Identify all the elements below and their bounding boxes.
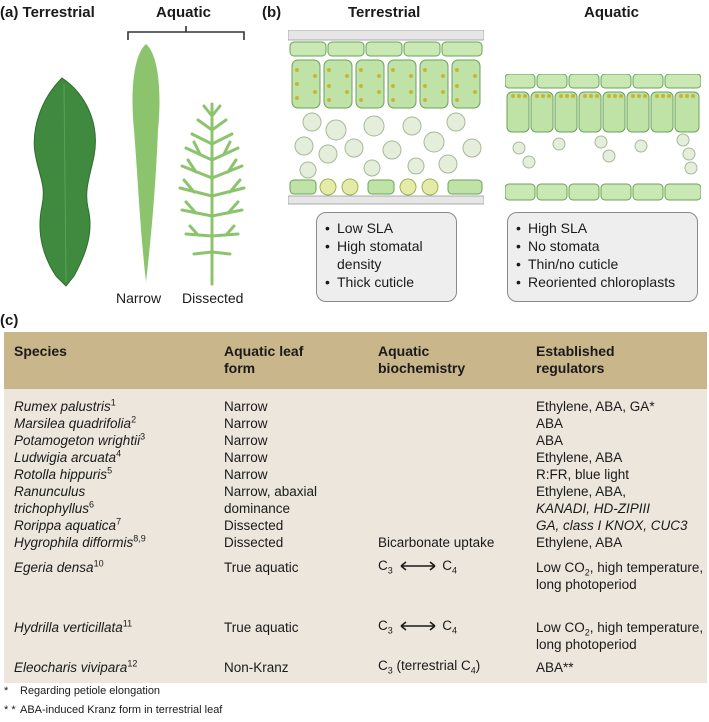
- narrow-leaf: [132, 44, 160, 282]
- dissected-leaf: [178, 116, 246, 286]
- species-cell: Ranunculus: [14, 484, 86, 499]
- species-cell: Rumex palustris1: [14, 397, 116, 414]
- regulators-cell: R:FR, blue light: [536, 467, 630, 482]
- panel-b-aquatic-title: Aquatic: [584, 4, 640, 21]
- regulators-cell: Ethylene, ABA: [536, 450, 623, 465]
- terrestrial-leaf-section: [288, 30, 484, 206]
- species-cell: Ludwigia arcuata4: [14, 448, 122, 465]
- panel-c-label: (c): [0, 312, 19, 329]
- leaf-form-cell: True aquatic: [224, 560, 299, 575]
- leaf-form-cell: Narrow, abaxial: [224, 484, 318, 499]
- aquatic-traits-box: High SLA No stomata Thin/no cuticle Reor…: [507, 212, 698, 302]
- header-leaf-form: Aquatic leaf form: [224, 343, 304, 376]
- bio-eleocharis: C3 (terrestrial C4): [378, 658, 481, 676]
- aquatic-trait: Thin/no cuticle: [516, 255, 689, 273]
- panel-a-illustration: [33, 26, 246, 287]
- regulators-cell: long photoperiod: [536, 637, 637, 652]
- aquatic-leaf-section: [505, 74, 701, 201]
- species-cell: trichophyllus6: [14, 499, 95, 516]
- regulators-cell: KANADI, HD-ZIPIII: [536, 501, 651, 516]
- panel-a-aquatic-title: Aquatic: [156, 4, 212, 21]
- leaf-form-cell: True aquatic: [224, 620, 299, 635]
- terrestrial-traits-box: Low SLA High stomatal density Thick cuti…: [316, 212, 457, 302]
- panel-a-terrestrial-title: Terrestrial: [22, 4, 95, 21]
- regulators-cell: Low CO2, high temperature,: [536, 620, 704, 638]
- leaf-form-cell: Narrow: [224, 416, 268, 431]
- leaf-form-cell: Dissected: [224, 518, 284, 533]
- dissected-label: Dissected: [182, 290, 244, 306]
- species-cell: Egeria densa10: [14, 558, 104, 575]
- header-regulators: Established regulators: [536, 343, 615, 376]
- species-cell: Marsilea quadrifolia2: [14, 414, 137, 431]
- aquatic-bracket: [127, 26, 245, 40]
- footnote-1: *Regarding petiole elongation: [4, 685, 161, 697]
- aquatic-trait: High SLA: [516, 219, 689, 237]
- aquatic-trait: No stomata: [516, 237, 689, 255]
- table-header: Species Aquatic leaf form Aquatic bioche…: [4, 332, 707, 389]
- species-cell: Rotolla hippuris5: [14, 465, 113, 482]
- species-cell: Hygrophila difformis8,9: [14, 533, 146, 550]
- leaf-form-cell: Narrow: [224, 450, 268, 465]
- leaf-form-cell: Narrow: [224, 467, 268, 482]
- regulators-cell: long photoperiod: [536, 577, 637, 592]
- regulators-cell: ABA: [536, 416, 564, 431]
- species-cell: Eleocharis vivipara12: [14, 658, 138, 675]
- species-table: Species Aquatic leaf form Aquatic bioche…: [4, 332, 707, 683]
- bio-c3-c4-hydrilla: C3 C4: [378, 618, 458, 636]
- regulators-cell: Low CO2, high temperature,: [536, 560, 704, 578]
- regulators-cell: Ethylene, ABA, GA*: [536, 399, 655, 414]
- aquatic-trait: Reoriented chloroplasts: [516, 273, 689, 291]
- bio-c3-c4-egeria: C3 C4: [378, 558, 458, 576]
- leaf-form-cell: Narrow: [224, 399, 268, 414]
- panel-b-terrestrial-title: Terrestrial: [348, 4, 421, 21]
- species-cell: Potamogeton wrightii3: [14, 431, 146, 448]
- regulators-cell: ABA**: [536, 660, 574, 675]
- leaf-form-cell: Non-Kranz: [224, 660, 289, 675]
- header-species: Species: [14, 343, 67, 359]
- terrestrial-trait: Thick cuticle: [325, 273, 448, 291]
- regulators-cell: Ethylene, ABA: [536, 535, 623, 550]
- regulators-cell: ABA: [536, 433, 564, 448]
- leaf-form-cell: dominance: [224, 501, 291, 516]
- biochemistry-cell: Bicarbonate uptake: [378, 535, 495, 550]
- panel-b-label: (b): [262, 4, 282, 21]
- regulators-cell: Ethylene, ABA,: [536, 484, 627, 499]
- leaf-form-cell: Dissected: [224, 535, 284, 550]
- narrow-label: Narrow: [116, 290, 162, 306]
- panel-a-label: (a) Terrestrial: [0, 4, 95, 21]
- regulators-cell: GA, class I KNOX, CUC3: [536, 518, 688, 533]
- species-cell: Hydrilla verticillata11: [14, 618, 133, 635]
- leaf-form-cell: Narrow: [224, 433, 268, 448]
- footnote-2: * *ABA-induced Kranz form in terrestrial…: [4, 704, 223, 716]
- terrestrial-trait: High stomatal density: [325, 237, 448, 273]
- species-cell: Rorippa aquatica7: [14, 516, 122, 533]
- header-biochemistry: Aquatic biochemistry: [378, 343, 466, 376]
- terrestrial-trait: Low SLA: [325, 219, 448, 237]
